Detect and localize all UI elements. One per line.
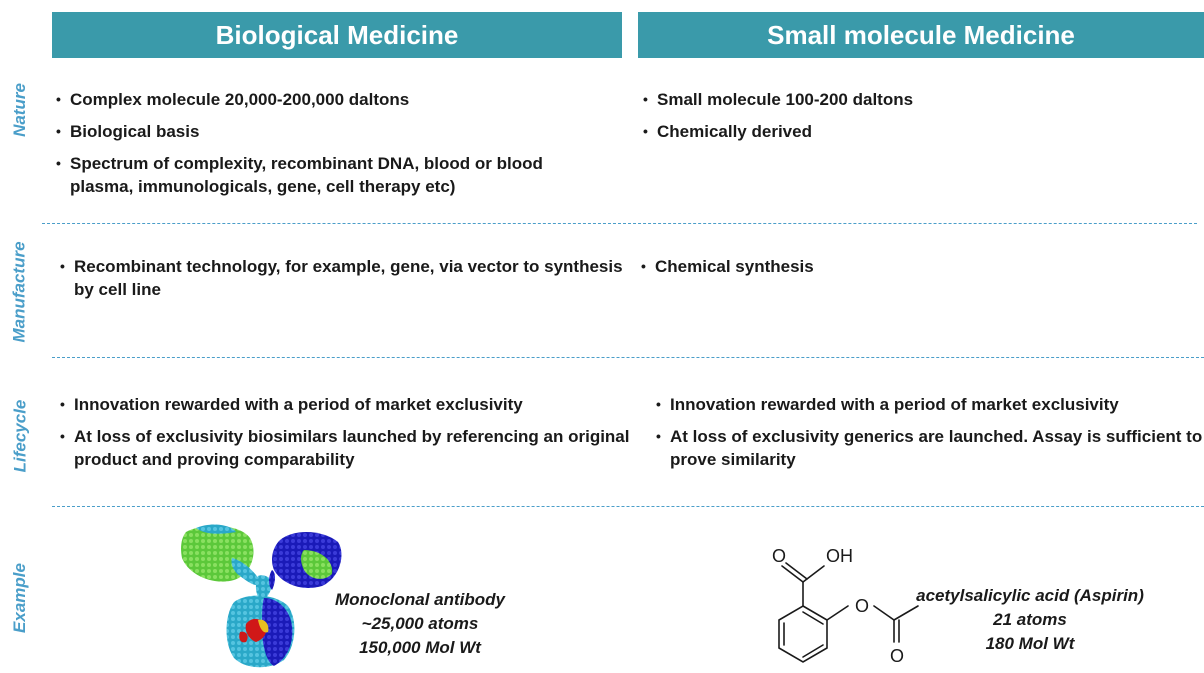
list-item: Innovation rewarded with a period of mar… [656, 393, 1204, 416]
antibody-name: Monoclonal antibody [335, 590, 505, 609]
aspirin-weight: 180 Mol Wt [985, 634, 1075, 653]
row-label-lifecycle: Lifecycle [0, 386, 40, 486]
row-label-nature-text: Nature [10, 83, 30, 137]
list-item: Recombinant technology, for example, gen… [60, 255, 630, 301]
aspirin-bond [826, 605, 849, 621]
aspirin-bond [893, 605, 919, 621]
aspirin-oh-label: OH [826, 546, 853, 566]
row-label-example-text: Example [10, 563, 29, 633]
divider-nature-manufacture [42, 223, 1197, 224]
row-label-nature: Nature [0, 72, 40, 148]
list-item: Biological basis [56, 120, 596, 143]
antibody-left-arm [181, 524, 262, 586]
aspirin-carbonyl-o: O [772, 546, 786, 566]
aspirin-bond [802, 565, 825, 583]
list-item: Small molecule 100-200 daltons [643, 88, 1183, 111]
aspirin-benzene-ring [778, 605, 828, 663]
aspirin-double-bond [785, 562, 808, 580]
aspirin-atoms: 21 atoms [993, 610, 1067, 629]
row-label-manufacture-text: Manufacture [10, 241, 30, 343]
list-item: Spectrum of complexity, recombinant DNA,… [56, 152, 596, 198]
row-label-manufacture: Manufacture [0, 228, 40, 356]
antibody-structure-image [181, 524, 342, 668]
manufacture-biological-list: Recombinant technology, for example, gen… [60, 255, 630, 310]
antibody-fc-region [226, 595, 295, 668]
header-biological-medicine: Biological Medicine [52, 12, 622, 58]
nature-biological-list: Complex molecule 20,000-200,000 daltons … [56, 88, 596, 207]
list-item: Chemical synthesis [641, 255, 1181, 278]
antibody-right-arm [272, 531, 342, 589]
aspirin-structure-image: O OH O O [772, 546, 919, 666]
aspirin-bond [781, 565, 804, 583]
aspirin-bond [873, 605, 895, 621]
antibody-hinge [255, 570, 275, 600]
list-item: At loss of exclusivity biosimilars launc… [60, 425, 630, 471]
antibody-caption: Monoclonal antibody ~25,000 atoms 150,00… [300, 588, 540, 660]
nature-small-molecule-list: Small molecule 100-200 daltons Chemicall… [643, 88, 1183, 152]
aspirin-ester-o: O [855, 596, 869, 616]
divider-lifecycle-example [52, 506, 1204, 507]
list-item: At loss of exclusivity generics are laun… [656, 425, 1204, 471]
lifecycle-biological-list: Innovation rewarded with a period of mar… [60, 393, 630, 480]
aspirin-ester-carbonyl-o: O [890, 646, 904, 666]
aspirin-ring-double-bond [802, 644, 824, 658]
list-item: Innovation rewarded with a period of mar… [60, 393, 630, 416]
aspirin-caption: acetylsalicylic acid (Aspirin) 21 atoms … [890, 584, 1170, 656]
lifecycle-small-molecule-list: Innovation rewarded with a period of mar… [656, 393, 1204, 480]
list-item: Chemically derived [643, 120, 1183, 143]
divider-manufacture-lifecycle [52, 357, 1204, 358]
antibody-weight: 150,000 Mol Wt [359, 638, 481, 657]
antibody-atoms: ~25,000 atoms [361, 614, 479, 633]
aspirin-name: acetylsalicylic acid (Aspirin) [916, 586, 1144, 605]
header-small-molecule-medicine: Small molecule Medicine [638, 12, 1204, 58]
manufacture-small-molecule-list: Chemical synthesis [641, 255, 1181, 287]
row-label-example: Example [0, 548, 40, 648]
aspirin-ring-double-bond [802, 611, 824, 625]
row-label-lifecycle-text: Lifecycle [10, 399, 30, 473]
list-item: Complex molecule 20,000-200,000 daltons [56, 88, 596, 111]
